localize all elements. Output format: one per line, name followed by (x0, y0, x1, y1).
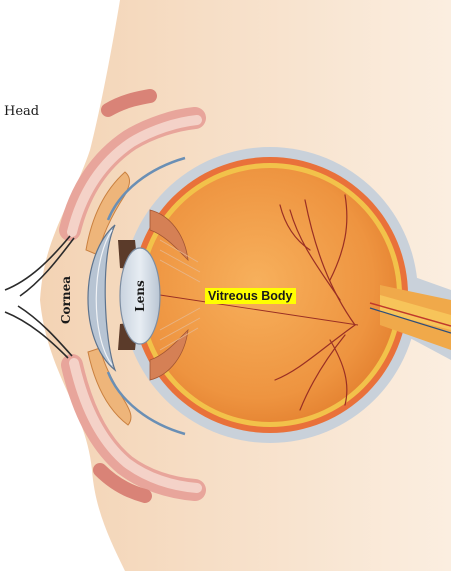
vitreous-body-label: Vitreous Body (205, 288, 296, 304)
head-label: Head (4, 104, 39, 119)
lens-label: Lens (133, 280, 147, 312)
cornea-label: Cornea (59, 276, 73, 324)
